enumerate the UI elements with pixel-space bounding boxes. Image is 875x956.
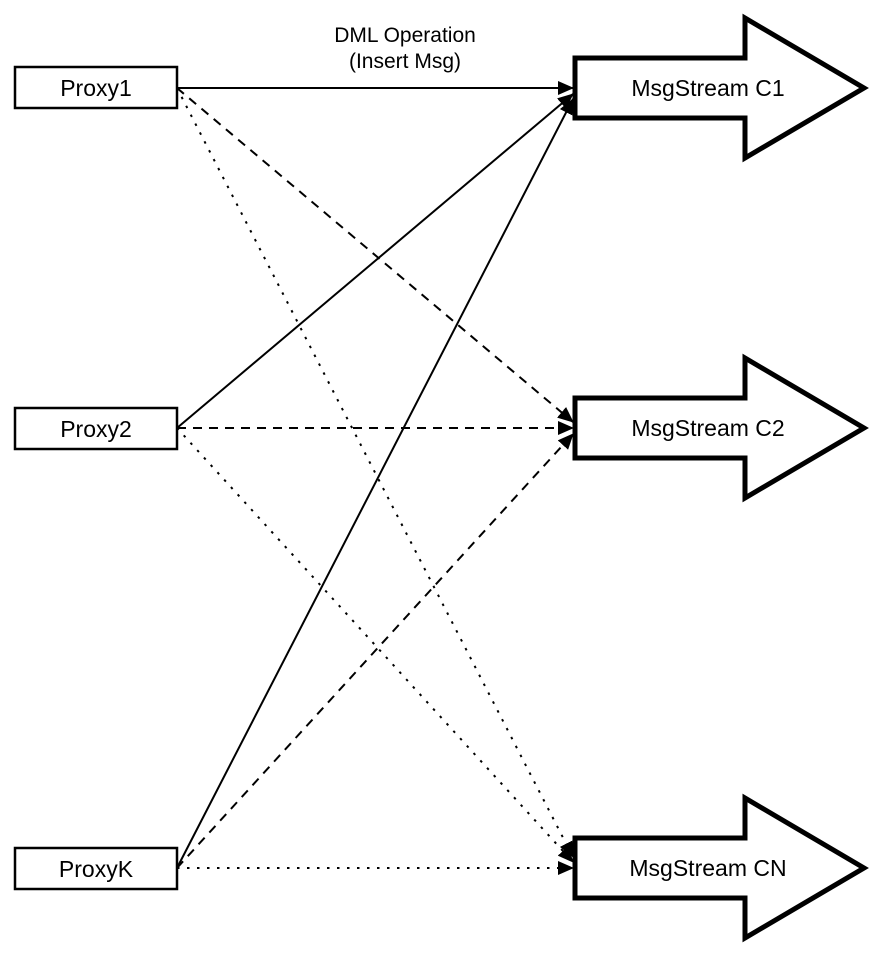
msgstream-c1-label: MsgStream C1 — [631, 75, 784, 101]
proxy1-label: Proxy1 — [60, 75, 132, 101]
dml-operation-label-line2: (Insert Msg) — [349, 50, 461, 73]
edge-proxy2-to-msgstream-c1 — [176, 93, 574, 429]
proxyk-node: ProxyK — [13, 846, 179, 891]
proxy1-box — [13, 65, 179, 110]
proxy2-node: Proxy2 — [13, 406, 179, 451]
msgstream-c2-arrow-shape — [572, 353, 869, 503]
proxy2-label: Proxy2 — [60, 416, 132, 442]
msgstream-c2-node: MsgStream C2 — [572, 353, 869, 503]
msgstream-cn-node: MsgStream CN — [572, 793, 869, 943]
proxyk-label: ProxyK — [59, 856, 134, 882]
msgstream-c1-arrow-shape — [572, 13, 869, 163]
proxyk-box — [13, 846, 179, 891]
edge-proxy1-to-msgstream-c2 — [176, 87, 574, 423]
edge-proxy1-to-msgstream-cn — [176, 87, 574, 858]
edge-proxyk-to-msgstream-c2 — [176, 433, 574, 869]
msgstream-c1-node: MsgStream C1 — [572, 13, 869, 163]
msgstream-cn-arrow-shape — [572, 793, 869, 943]
dml-operation-label-line1: DML Operation — [334, 24, 476, 47]
proxy1-node: Proxy1 — [13, 65, 179, 110]
msgstream-cn-label: MsgStream CN — [629, 855, 786, 881]
proxy2-box — [13, 406, 179, 451]
edge-proxyk-to-msgstream-c1 — [176, 98, 574, 869]
edge-proxy2-to-msgstream-cn — [176, 427, 574, 863]
msgstream-c2-label: MsgStream C2 — [631, 415, 784, 441]
